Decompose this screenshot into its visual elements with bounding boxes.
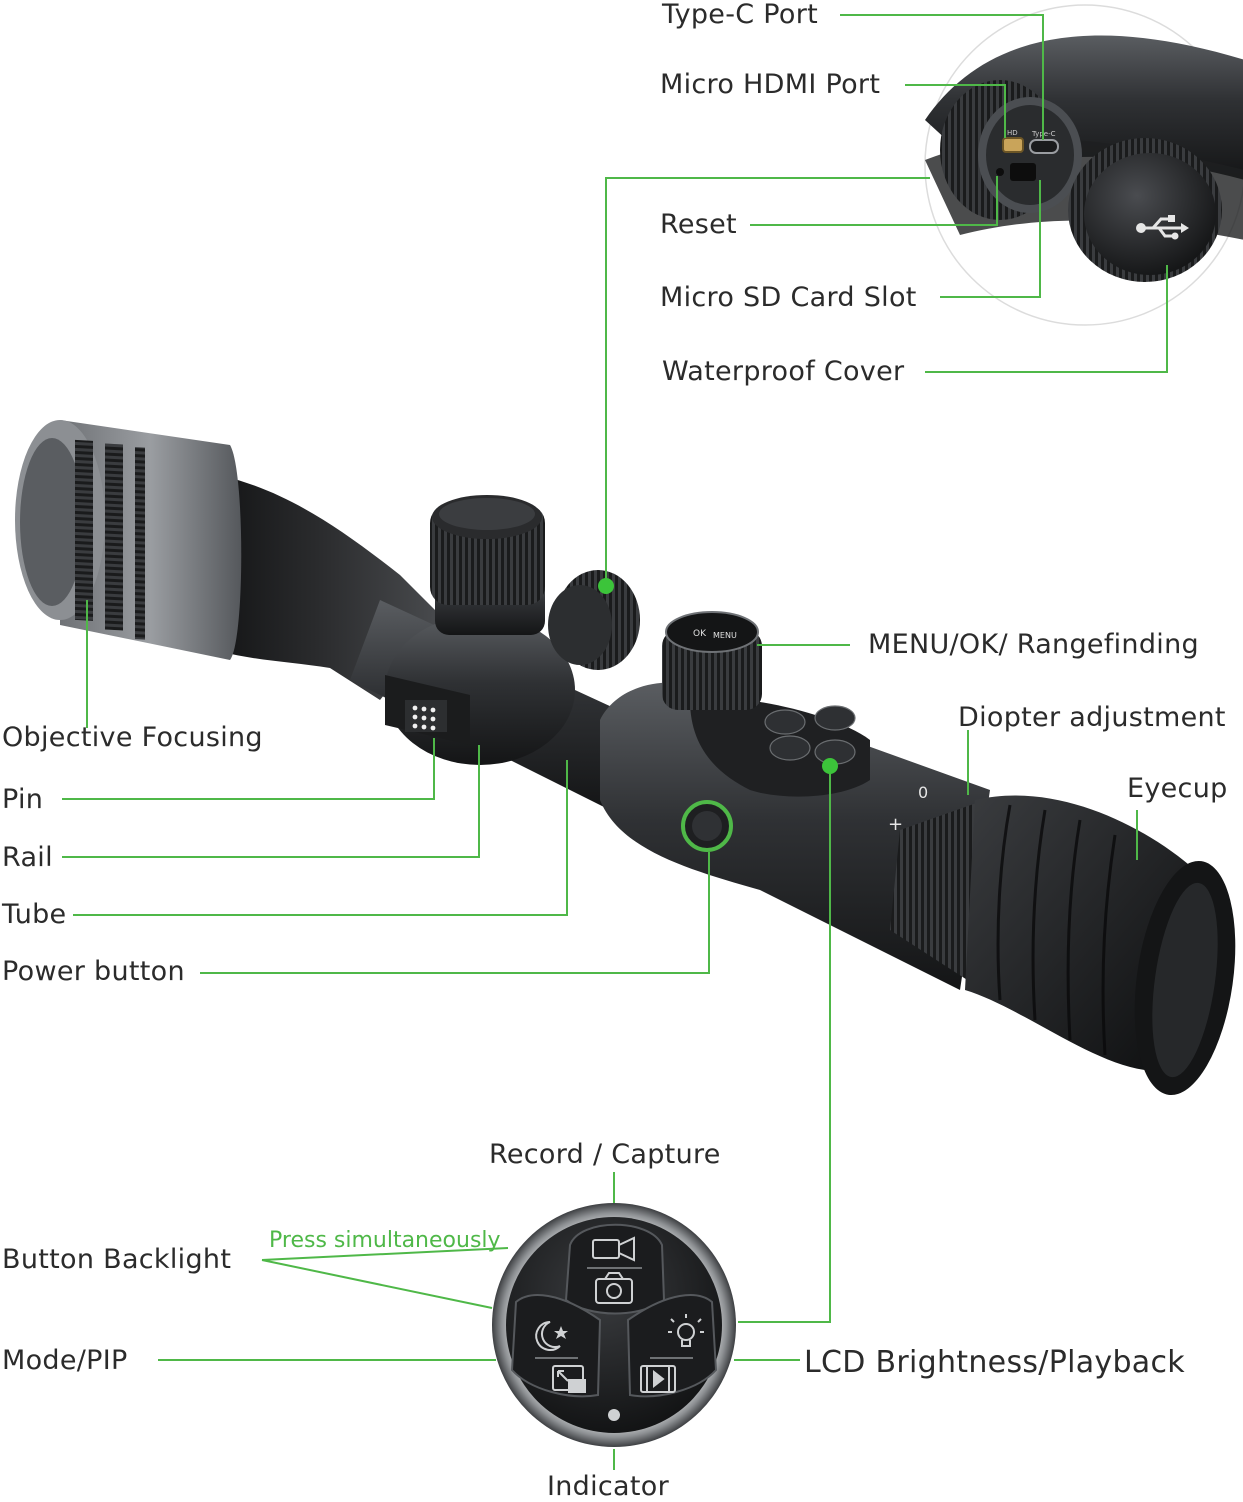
usb-icon <box>1136 215 1189 240</box>
typec-port-icon <box>1029 139 1059 154</box>
diopter-zero-mark: 0 <box>918 783 928 802</box>
video-camera-icon <box>592 1236 635 1262</box>
pip-icon <box>552 1365 586 1393</box>
port-detail-inset: HD Type-C <box>924 4 1243 326</box>
label-rail: Rail <box>2 842 53 873</box>
label-reset: Reset <box>660 209 737 240</box>
label-diopter-adjustment: Diopter adjustment <box>958 702 1226 733</box>
waterproof-cover-cap <box>1068 138 1222 282</box>
ok-key-mark: OK <box>693 629 707 639</box>
playback-icon <box>640 1365 676 1393</box>
leader-lines <box>62 14 1168 1470</box>
moon-star-icon <box>535 1321 568 1351</box>
label-waterproof-cover: Waterproof Cover <box>662 356 905 387</box>
label-menu-ok-rangefinding: MENU/OK/ Rangefinding <box>868 629 1199 660</box>
menu-ok-knob <box>662 630 762 710</box>
label-type-c-port: Type-C Port <box>662 0 819 30</box>
diopter-ring <box>890 800 985 985</box>
label-mode-pip: Mode/PIP <box>2 1345 128 1376</box>
label-record-capture: Record / Capture <box>489 1139 721 1170</box>
hdmi-port-icon <box>1002 137 1024 153</box>
label-indicator: Indicator <box>547 1471 670 1502</box>
reset-hole-icon <box>996 168 1004 176</box>
objective-focusing-ring <box>75 439 145 640</box>
lcd-brightness-playback-button <box>626 1294 718 1398</box>
diopter-plus-mark: + <box>888 814 903 835</box>
button-panel-callout-dot <box>822 758 838 774</box>
record-capture-button <box>564 1223 666 1315</box>
label-tube: Tube <box>2 899 67 930</box>
rifle-scope: OK MENU + 0 <box>15 420 1236 1096</box>
label-objective-focusing: Objective Focusing <box>2 722 263 753</box>
label-power-button: Power button <box>2 956 185 987</box>
button-panel-zoom <box>492 1203 736 1447</box>
note-press-simultaneously: Press simultaneously <box>269 1228 501 1253</box>
label-lcd-brightness-playback: LCD Brightness/Playback <box>804 1345 1185 1380</box>
mode-pip-button <box>510 1294 602 1398</box>
sd-slot-icon <box>1010 163 1036 181</box>
label-micro-sd-card-slot: Micro SD Card Slot <box>660 282 917 313</box>
label-eyecup: Eyecup <box>1127 773 1228 804</box>
rail-block <box>385 675 470 745</box>
side-focus-callout-dot <box>598 578 614 594</box>
label-button-backlight: Button Backlight <box>2 1244 232 1275</box>
light-bulb-icon <box>668 1314 704 1347</box>
label-micro-hdmi-port: Micro HDMI Port <box>660 69 881 100</box>
indicator-led <box>608 1409 620 1421</box>
menu-key-mark: MENU <box>713 631 737 640</box>
photo-camera-icon <box>595 1272 633 1304</box>
hdmi-mark: HD <box>1007 129 1018 137</box>
label-pin: Pin <box>2 784 44 815</box>
